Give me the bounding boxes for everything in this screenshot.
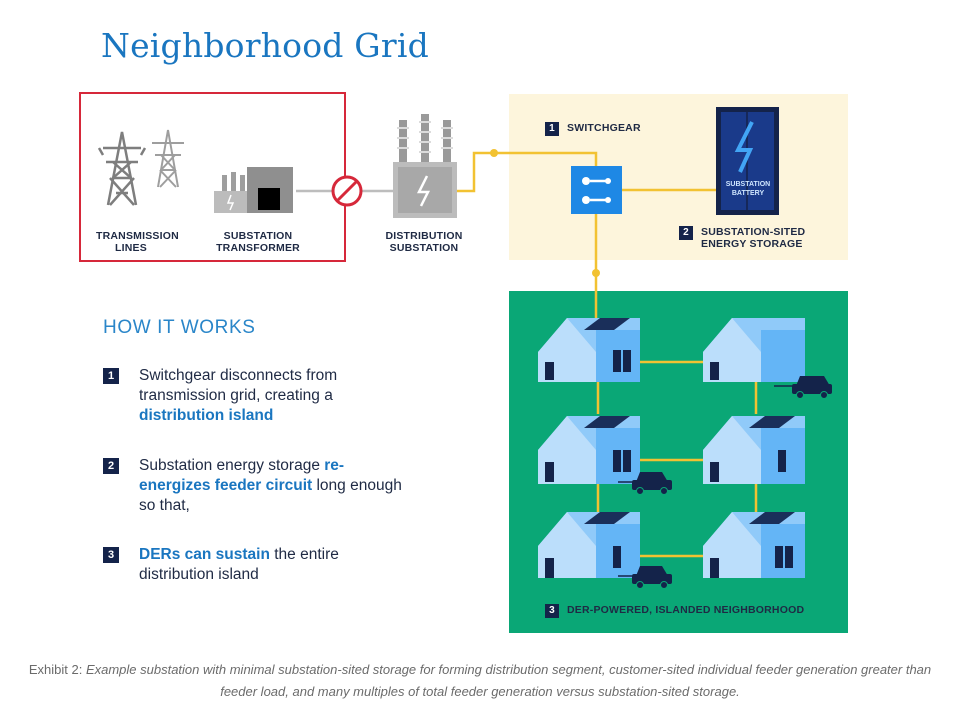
electric-car-icon xyxy=(774,376,832,399)
label-transmission-lines: TRANSMISSION LINES xyxy=(96,230,179,254)
house-icon-6 xyxy=(703,512,805,578)
step-text-post: the entire distribution island xyxy=(139,546,339,583)
distribution-substation-icon xyxy=(393,114,457,218)
step-text-highlight: distribution island xyxy=(139,407,274,424)
step-text-highlight: re-energizes feeder circuit xyxy=(139,457,345,494)
label-switchgear-text: SWITCHGEAR xyxy=(567,122,641,134)
label-neighborhood: 3 DER-POWERED, ISLANDED NEIGHBORHOOD xyxy=(545,604,804,618)
yellow-wire-main xyxy=(457,151,598,193)
house-icon-5 xyxy=(538,512,640,578)
label-energy-storage-text: SUBSTATION-SITED ENERGY STORAGE xyxy=(701,226,806,250)
disconnect-icon xyxy=(331,175,363,207)
label-neighborhood-text: DER-POWERED, ISLANDED NEIGHBORHOOD xyxy=(567,604,805,616)
wire-node-2 xyxy=(592,269,600,277)
step-2: 2 Substation energy storage re-energizes… xyxy=(103,456,403,516)
step-text: Switchgear disconnects from transmission… xyxy=(139,366,403,426)
electric-car-icon-2 xyxy=(618,472,672,495)
caption-text: Example substation with minimal substati… xyxy=(85,662,932,699)
switchgear-panel xyxy=(509,94,848,260)
label-substation-transformer: SUBSTATION TRANSFORMER xyxy=(216,230,300,254)
house-icon-4 xyxy=(703,416,805,484)
electric-car-icon-3 xyxy=(618,566,672,589)
wire-node xyxy=(490,149,498,157)
house-icon xyxy=(538,318,640,382)
step-text-pre: Substation energy storage xyxy=(139,457,325,474)
caption-prefix: Exhibit 2: xyxy=(28,662,86,677)
step-text: Substation energy storage re-energizes f… xyxy=(139,456,403,516)
transmission-tower-icon-2 xyxy=(152,129,184,188)
transmission-tower-icon xyxy=(97,131,147,206)
label-energy-storage: 2 SUBSTATION-SITED ENERGY STORAGE xyxy=(679,226,839,250)
step-text-post: long enough so that, xyxy=(139,477,402,514)
label-substation-battery: SUBSTATION BATTERY xyxy=(725,181,771,197)
page-title: Neighborhood Grid xyxy=(101,26,429,65)
step-text-highlight: DERs can sustain xyxy=(139,546,270,563)
step-number: 2 xyxy=(679,226,693,240)
substation-transformer-icon xyxy=(214,167,293,213)
label-distribution-substation: DISTRIBUTION SUBSTATION xyxy=(385,230,463,254)
step-number: 1 xyxy=(545,122,559,136)
step-3: 3 DERs can sustain the entire distributi… xyxy=(103,545,403,585)
step-text-pre: Switchgear disconnects from transmission… xyxy=(139,367,338,404)
step-number: 3 xyxy=(103,547,119,563)
house-icon-2 xyxy=(703,318,805,382)
step-number: 3 xyxy=(545,604,559,618)
exhibit-caption: Exhibit 2: Example substation with minim… xyxy=(20,659,940,703)
step-text: DERs can sustain the entire distribution… xyxy=(139,545,403,585)
step-1: 1 Switchgear disconnects from transmissi… xyxy=(103,366,403,426)
how-it-works-heading: HOW IT WORKS xyxy=(103,317,256,338)
switchgear-icon xyxy=(571,166,622,214)
step-number: 1 xyxy=(103,368,119,384)
substation-battery-icon xyxy=(716,107,779,215)
house-icon-3 xyxy=(538,416,640,484)
step-number: 2 xyxy=(103,458,119,474)
label-switchgear: 1 SWITCHGEAR xyxy=(545,122,641,136)
